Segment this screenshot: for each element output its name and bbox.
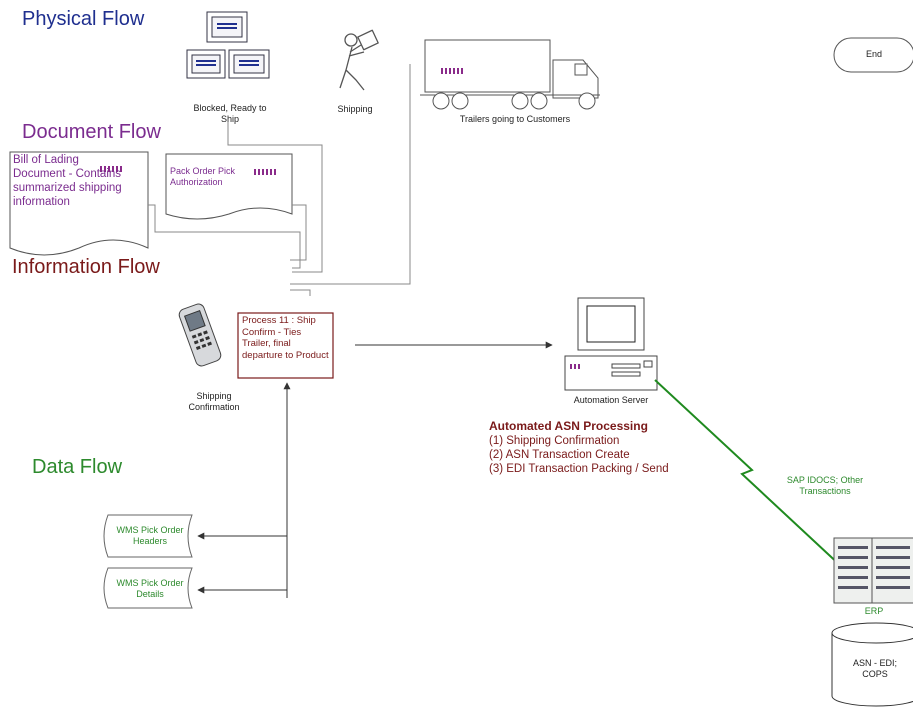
connector-lines (148, 64, 411, 296)
data-store-shape (103, 514, 193, 558)
process-box-frame (237, 312, 334, 379)
automation-server-icon (564, 297, 658, 391)
asn-step: (1) Shipping Confirmation (489, 435, 620, 447)
database-cylinder-icon (831, 622, 913, 707)
data-store-shape (103, 567, 193, 609)
handheld-label: Shipping Confirmation (188, 391, 240, 412)
handheld-scanner-icon (178, 303, 222, 367)
data-store-headers: WMS Pick Order Headers (116, 525, 184, 546)
asn-step: (2) ASN Transaction Create (489, 449, 630, 461)
idoc-link-label: SAP IDOCS; Other Transactions (786, 475, 864, 496)
bill-of-lading-shape (9, 151, 149, 256)
physical-flow-heading: Physical Flow (22, 8, 145, 30)
pack-order-text: Pack Order Pick Authorization (170, 166, 236, 187)
database-label: ASN - EDI; COPS (852, 658, 897, 679)
document-flow-heading: Document Flow (22, 121, 161, 143)
idoc-lightning-link (654, 379, 844, 569)
barcode-icon (100, 166, 122, 172)
asn-step: (3) EDI Transaction Packing / Send (489, 463, 669, 475)
process-11-text: Process 11 : Ship Confirm - Ties Trailer… (242, 315, 329, 361)
data-flow-heading: Data Flow (32, 456, 123, 478)
barcode-icon (254, 169, 276, 175)
bill-of-lading-text: Bill of Lading Document - Contains summa… (13, 154, 122, 208)
end-terminator (833, 37, 913, 73)
asn-processing-title: Automated ASN Processing (489, 419, 648, 433)
shipping-worker-icon (339, 29, 379, 91)
truck-label: Trailers going to Customers (459, 114, 571, 124)
information-flow-heading: Information Flow (12, 256, 160, 278)
truck-icon (420, 39, 600, 110)
pack-order-shape (165, 153, 293, 220)
asn-steps-list: (1) Shipping Confirmation (2) ASN Transa… (489, 434, 669, 476)
end-label: End (865, 49, 882, 59)
server-label: Automation Server (573, 395, 649, 405)
boxes-label: Blocked, Ready to Ship (193, 103, 267, 124)
erp-label: ERP (864, 606, 884, 616)
worker-label: Shipping (337, 104, 373, 114)
pallet-boxes-icon (186, 11, 270, 79)
data-store-details: WMS Pick Order Details (116, 578, 184, 599)
erp-server-icon (833, 537, 913, 604)
